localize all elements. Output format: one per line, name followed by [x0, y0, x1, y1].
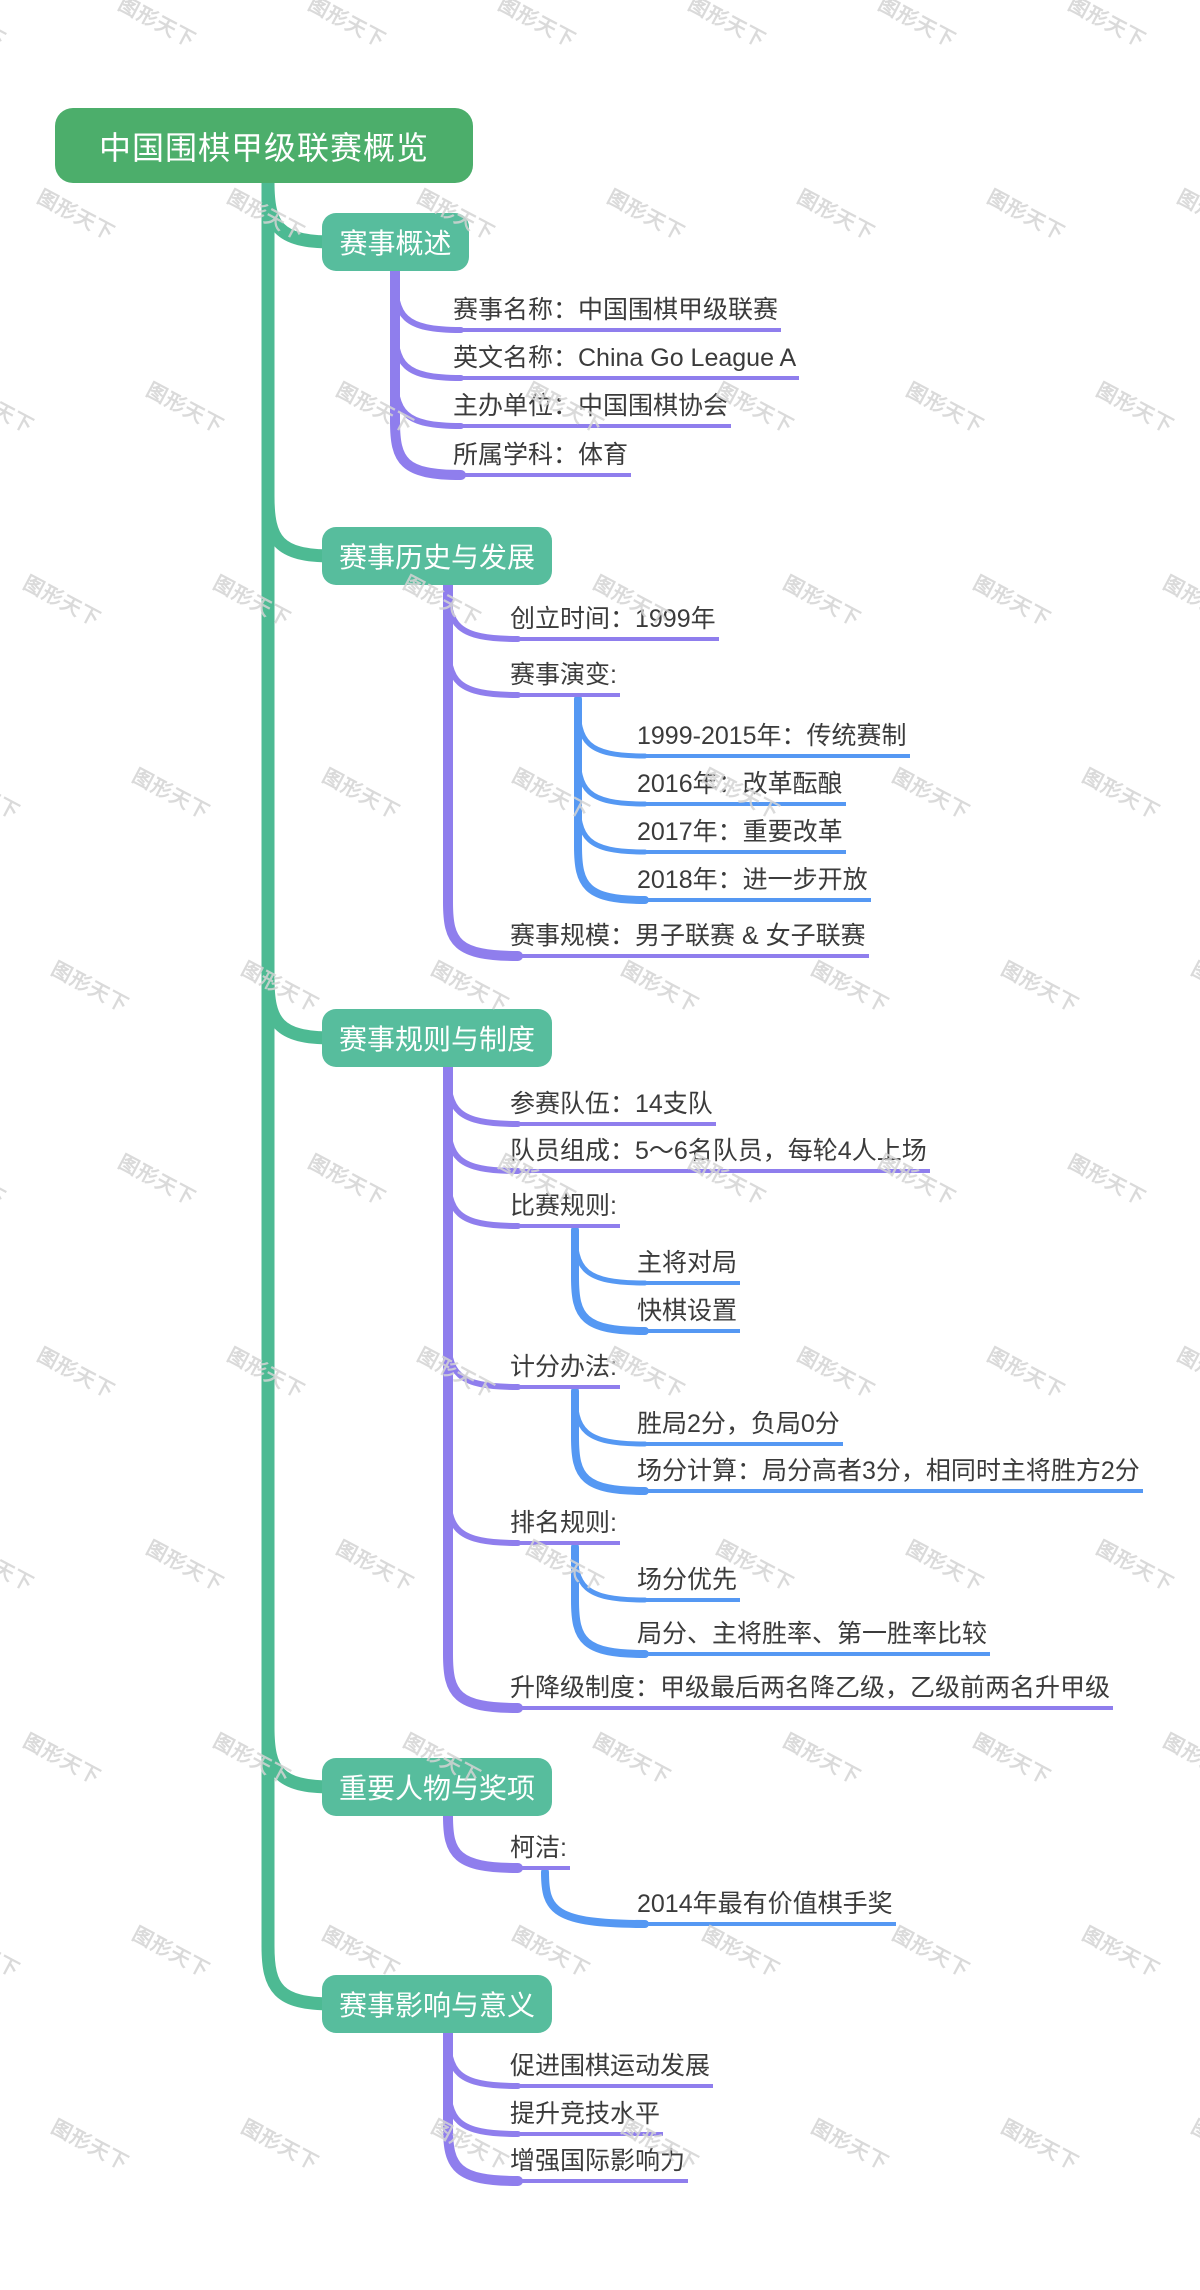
connector-path	[445, 2077, 521, 2137]
leaf-item-1-4[interactable]: 所属学科：体育	[451, 441, 632, 477]
connector-path	[261, 179, 339, 2011]
connector-path	[575, 699, 648, 759]
connector-path	[392, 369, 464, 429]
connector-path	[261, 489, 339, 563]
leaf-item-3-3-1[interactable]: 主将对局	[635, 1249, 741, 1285]
connector-path	[572, 1226, 648, 1286]
connector-path	[541, 1868, 649, 1928]
leaf-item-2-2-1[interactable]: 1999-2015年：传统赛制	[635, 722, 910, 758]
connector-path	[571, 1226, 649, 1335]
connector-path	[445, 1114, 521, 1174]
connector-path	[445, 1067, 521, 1127]
leaf-item-3-6[interactable]: 升降级制度：甲级最后两名降乙级，乙级前两名升甲级	[508, 1674, 1114, 1710]
connector-path	[443, 1062, 523, 1713]
leaf-item-2-2[interactable]: 赛事演变:	[508, 661, 620, 697]
connector-path	[575, 795, 648, 855]
leaf-item-3-2[interactable]: 队员组成：5～6名队员，每轮4人上场	[508, 1137, 930, 1173]
connector-path	[445, 1330, 521, 1390]
connector-path	[392, 321, 464, 381]
connector-path	[445, 1169, 521, 1229]
leaf-item-3-1[interactable]: 参赛队伍：14支队	[508, 1090, 716, 1126]
leaf-item-3-5-2[interactable]: 局分、主将胜率、第一胜率比较	[635, 1620, 991, 1656]
connector-path	[390, 266, 466, 480]
leaf-item-2-3[interactable]: 赛事规模：男子联赛 & 女子联赛	[508, 922, 869, 958]
leaf-item-1-2[interactable]: 英文名称：China Go League A	[451, 344, 800, 380]
leaf-item-3-5-1[interactable]: 场分优先	[635, 1566, 741, 1602]
leaf-item-3-4-2[interactable]: 场分计算：局分高者3分，相同时主将胜方2分	[635, 1457, 1143, 1493]
connector-path	[443, 2028, 523, 2186]
connector-path	[261, 971, 339, 1045]
branch-node-2[interactable]: 赛事历史与发展	[322, 527, 552, 585]
connector-path	[392, 273, 464, 333]
branch-node-1[interactable]: 赛事概述	[322, 213, 469, 271]
connector-path	[443, 1811, 523, 1873]
branch-node-4[interactable]: 重要人物与奖项	[322, 1758, 552, 1816]
connector-path	[261, 1720, 339, 1794]
connector-path	[574, 695, 649, 904]
connector-path	[571, 1543, 649, 1658]
leaf-item-2-2-2[interactable]: 2016年：改革酝酿	[635, 770, 846, 806]
leaf-item-4-1-1[interactable]: 2014年最有价值棋手奖	[635, 1890, 896, 1926]
leaf-item-4-1[interactable]: 柯洁:	[508, 1834, 570, 1870]
connector-path	[445, 2029, 521, 2089]
root-node[interactable]: 中国围棋甲级联赛概览	[55, 108, 473, 183]
branch-node-3[interactable]: 赛事规则与制度	[322, 1009, 552, 1067]
branch-node-5[interactable]: 赛事影响与意义	[322, 1975, 552, 2033]
connector-path	[445, 638, 521, 698]
leaf-item-3-3[interactable]: 比赛规则:	[508, 1192, 620, 1228]
leaf-item-5-2[interactable]: 提升竞技水平	[508, 2100, 664, 2136]
connector-path	[445, 1486, 521, 1546]
leaf-item-1-3[interactable]: 主办单位：中国围棋协会	[451, 392, 732, 428]
connector-path	[571, 1387, 649, 1495]
leaf-item-3-4-1[interactable]: 胜局2分，负局0分	[635, 1410, 843, 1446]
connector-path	[572, 1387, 648, 1447]
leaf-item-3-3-2[interactable]: 快棋设置	[635, 1297, 741, 1333]
leaf-item-3-5[interactable]: 排名规则:	[508, 1509, 620, 1545]
connector-path	[261, 175, 339, 249]
leaf-item-5-3[interactable]: 增强国际影响力	[508, 2147, 689, 2183]
connector-path	[575, 747, 648, 807]
leaf-item-2-1[interactable]: 创立时间：1999年	[508, 605, 719, 641]
leaf-item-1-1[interactable]: 赛事名称：中国围棋甲级联赛	[451, 296, 782, 332]
connector-path	[445, 582, 521, 642]
leaf-item-2-2-3[interactable]: 2017年：重要改革	[635, 818, 846, 854]
leaf-item-2-2-4[interactable]: 2018年：进一步开放	[635, 866, 871, 902]
connector-path	[443, 580, 523, 961]
leaf-item-5-1[interactable]: 促进围棋运动发展	[508, 2052, 714, 2088]
leaf-item-3-4[interactable]: 计分办法:	[508, 1353, 620, 1389]
connector-path	[572, 1543, 648, 1603]
